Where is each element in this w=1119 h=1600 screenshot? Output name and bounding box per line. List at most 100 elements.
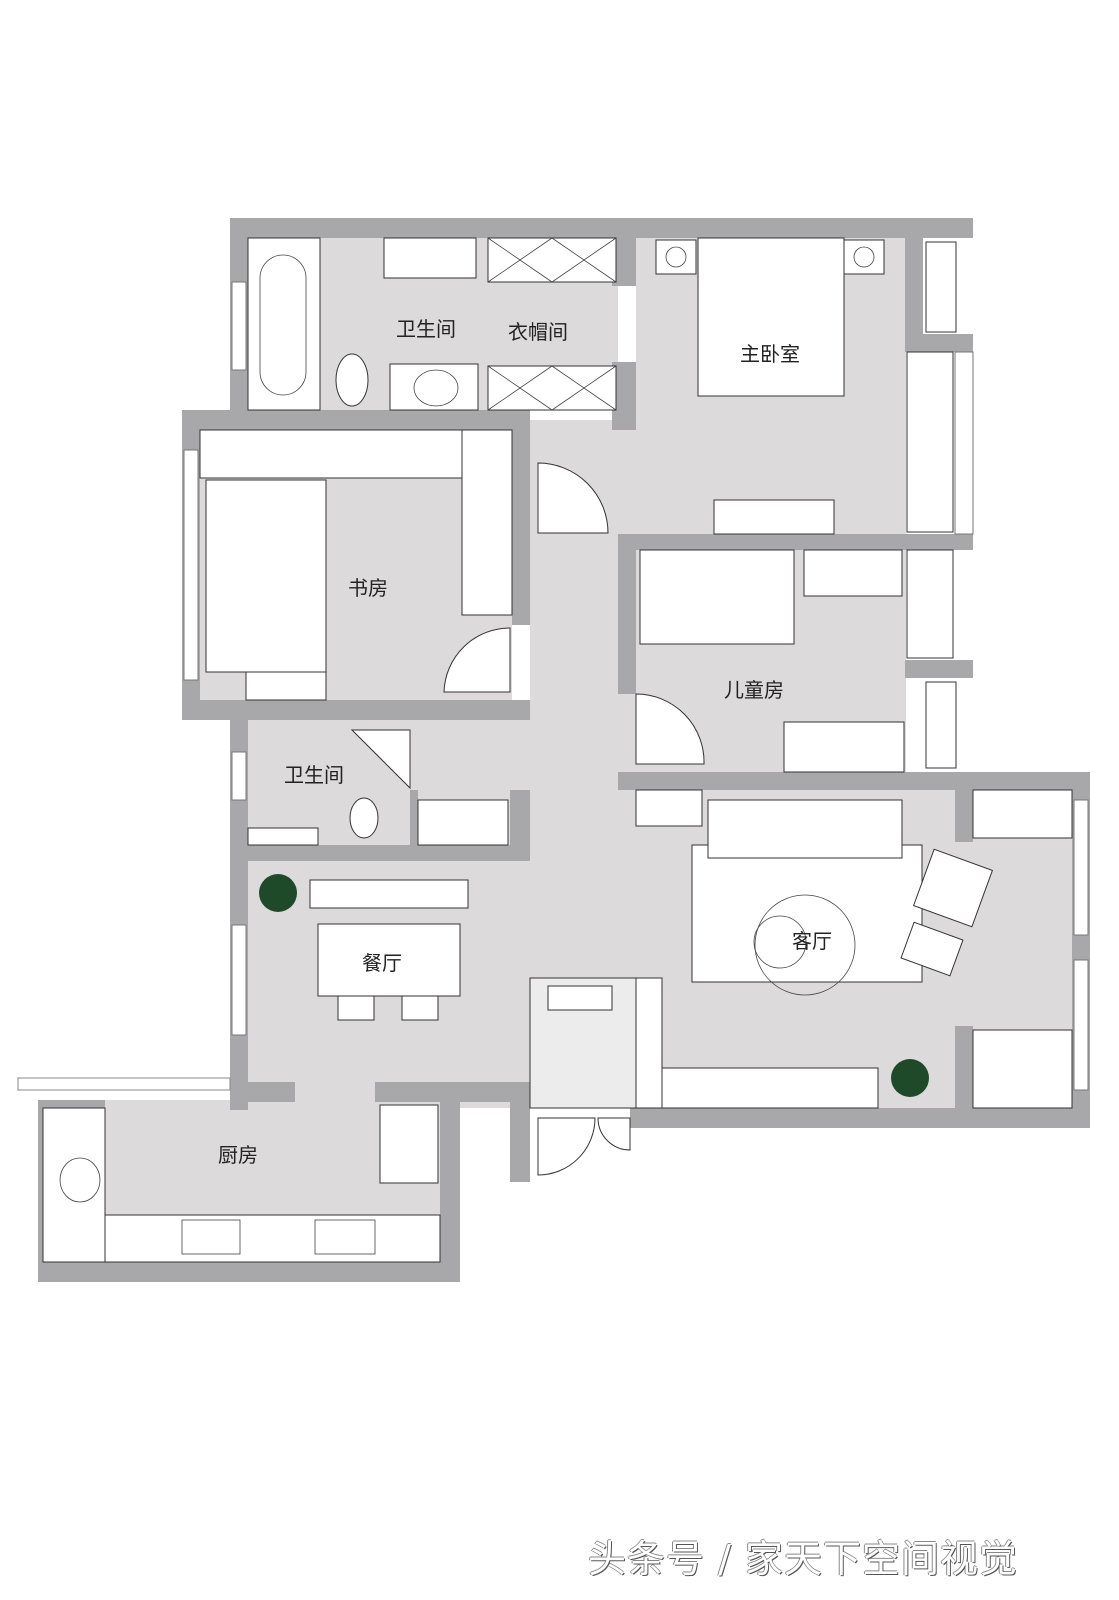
dining-table [317, 923, 461, 997]
wall [230, 1082, 295, 1102]
laundry-sink [59, 1157, 101, 1203]
vanity [383, 237, 477, 279]
label-walk-in-closet: 衣帽间 [508, 320, 568, 344]
dining-chair [401, 995, 439, 1021]
side-table [753, 915, 807, 969]
watermark: 头条号 / 家天下空间视觉 [588, 1537, 1018, 1581]
nightstand [843, 239, 885, 275]
shoe-cabinet [635, 977, 663, 1109]
study-desk [199, 429, 463, 479]
bathtub [247, 237, 321, 411]
cabinet [245, 671, 327, 701]
wall [955, 772, 973, 842]
sink [413, 369, 459, 407]
window [183, 449, 199, 681]
cabinet [925, 681, 957, 769]
door-swing [635, 693, 705, 765]
cabinet [925, 241, 957, 333]
wall [510, 790, 530, 845]
sideboard [309, 879, 469, 909]
cabinet [972, 1029, 1073, 1109]
kitchen-sink [181, 1219, 241, 1255]
entry-door [537, 1117, 596, 1176]
windows [183, 281, 1089, 1091]
label-study: 书房 [348, 576, 388, 600]
toilet [349, 797, 379, 839]
sink-counter [389, 363, 479, 411]
wall [38, 1100, 43, 1280]
sofa [707, 799, 903, 859]
label-living-room: 客厅 [792, 929, 832, 953]
cabinet [972, 789, 1073, 839]
wall [182, 410, 530, 430]
window [954, 351, 974, 535]
wall [410, 790, 418, 845]
kitchen-counter [104, 1214, 441, 1263]
label-kids-room: 儿童房 [724, 678, 784, 702]
dining-chair [337, 995, 375, 1021]
window [231, 281, 247, 371]
fridge [379, 1104, 439, 1184]
wall [630, 1108, 1090, 1128]
wall [618, 772, 1090, 790]
label-master-bath: 卫生间 [396, 317, 456, 341]
wall [182, 700, 530, 720]
lamp-icon [665, 246, 687, 268]
door-swing [537, 462, 609, 534]
entry-door [597, 1117, 631, 1151]
wall [905, 238, 923, 334]
plant-icon [259, 874, 297, 912]
stove [314, 1219, 376, 1255]
wall [512, 430, 530, 625]
wall [38, 1262, 460, 1282]
wall [38, 1100, 105, 1108]
label-dining-room: 餐厅 [362, 951, 402, 975]
study-bookcase [461, 429, 513, 616]
tatami-bed [205, 479, 327, 673]
kids-bed [639, 549, 795, 645]
kids-wardrobe [783, 721, 905, 773]
wall [248, 845, 530, 861]
door-swing [443, 627, 511, 693]
wall [230, 218, 973, 238]
bathtub-basin [259, 254, 307, 396]
window [1073, 799, 1089, 936]
coffee-table [754, 894, 856, 996]
label-guest-bath: 卫生间 [284, 763, 344, 787]
armchair [912, 848, 994, 928]
master-bed [697, 237, 845, 397]
wardrobe [487, 365, 617, 411]
wall [440, 1082, 460, 1282]
wall [955, 1026, 973, 1108]
wall [905, 660, 973, 678]
ottoman [900, 921, 964, 977]
wardrobe [906, 549, 954, 659]
wall [905, 334, 973, 352]
balcony-counter [42, 1107, 106, 1263]
tv-cabinet [661, 1067, 879, 1109]
plant-icon [891, 1059, 929, 1097]
bath-counter [247, 827, 319, 846]
wall [510, 1082, 530, 1182]
kids-desk [803, 549, 903, 597]
wardrobe [906, 351, 954, 533]
doors [350, 462, 705, 1176]
door-swing [350, 729, 411, 790]
balcony-rail [17, 1077, 231, 1091]
living-rug [691, 844, 923, 983]
shoe-bench [547, 985, 613, 1011]
sink-counter [417, 799, 509, 846]
furniture [42, 237, 1073, 1263]
wall [618, 534, 973, 550]
toilet [335, 353, 369, 407]
window [231, 924, 247, 1036]
label-master-bedroom: 主卧室 [740, 342, 800, 366]
window [1073, 959, 1089, 1091]
cabinet [713, 499, 835, 535]
cabinet [635, 789, 703, 827]
label-kitchen: 厨房 [218, 1143, 258, 1167]
wardrobe [487, 237, 617, 283]
lamp-icon [853, 246, 875, 268]
window [231, 751, 247, 801]
